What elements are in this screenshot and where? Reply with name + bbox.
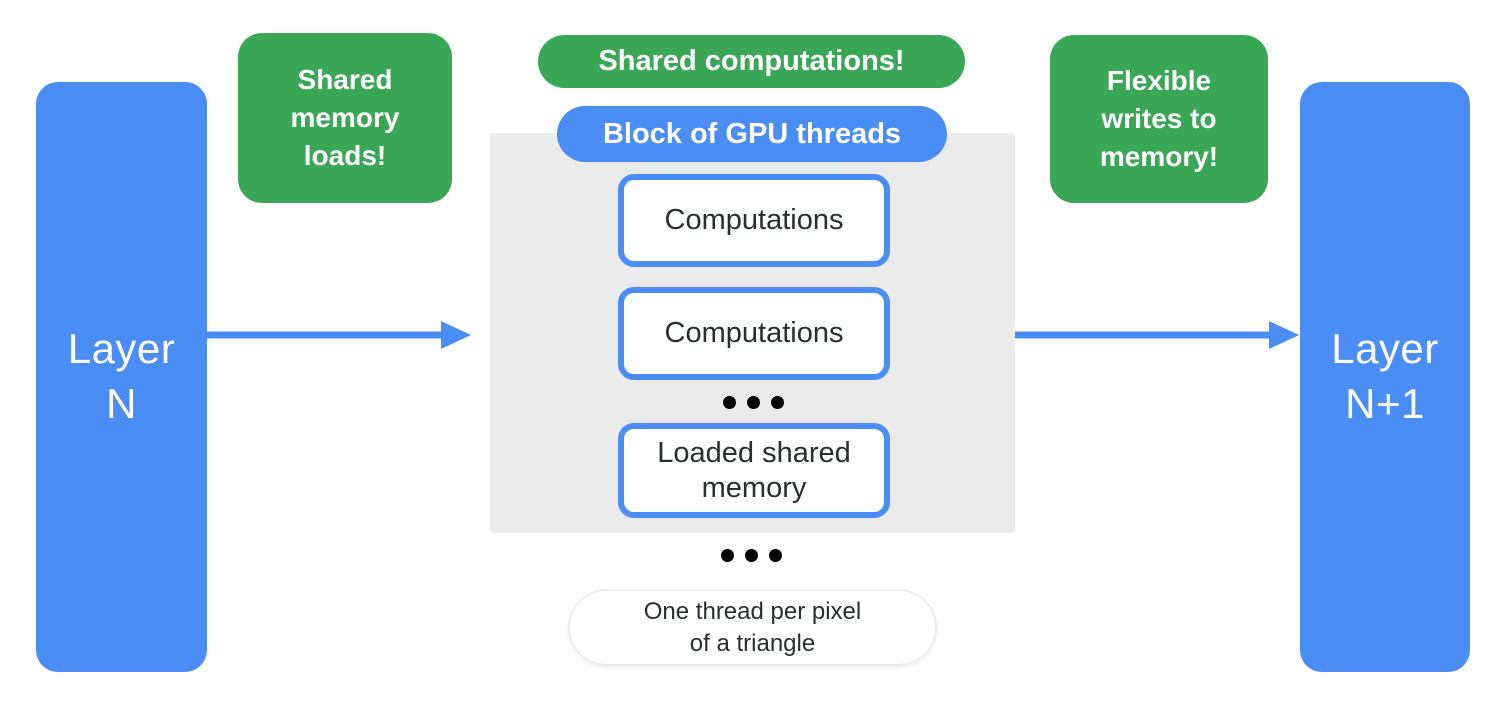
gpu-threads-block: Computations Computations Loaded shared …	[490, 133, 1015, 533]
layer-n-plus-1-block: Layer N+1	[1300, 82, 1470, 672]
loaded-shared-memory-label: Loaded shared memory	[657, 436, 851, 504]
dot-icon	[721, 549, 734, 562]
dot-icon	[745, 549, 758, 562]
callout-shared-memory-loads-label: Shared memory loads!	[290, 64, 400, 171]
dot-icon	[747, 396, 760, 409]
computations-box-2-label: Computations	[664, 317, 844, 350]
loaded-shared-memory-box: Loaded shared memory	[618, 423, 890, 518]
callout-flexible-writes-label: Flexible writes to memory!	[1099, 65, 1219, 172]
dot-icon	[771, 396, 784, 409]
gpu-block-title-label: Block of GPU threads	[602, 117, 902, 150]
callout-shared-memory-loads: Shared memory loads!	[238, 33, 452, 203]
layer-n-plus-1-label: Layer N+1	[1331, 325, 1439, 427]
ellipsis-dots-icon	[723, 396, 784, 409]
callout-shared-computations: Shared computations!	[538, 35, 965, 88]
computations-box-1-label: Computations	[664, 204, 844, 237]
footnote-pill: One thread per pixel of a triangle	[568, 589, 937, 666]
gpu-block-title-pill: Block of GPU threads	[557, 106, 947, 162]
layer-n-block: Layer N	[36, 82, 207, 672]
footnote-label: One thread per pixel of a triangle	[643, 598, 862, 657]
computations-box-1: Computations	[618, 174, 890, 267]
dot-icon	[769, 549, 782, 562]
ellipsis-dots-icon	[721, 549, 782, 562]
flow-arrow-left-icon	[207, 321, 471, 349]
callout-flexible-writes: Flexible writes to memory!	[1050, 35, 1268, 203]
dot-icon	[723, 396, 736, 409]
callout-shared-computations-label: Shared computations!	[598, 45, 905, 77]
flow-arrow-right-icon	[1015, 321, 1299, 349]
layer-n-label: Layer N	[67, 325, 176, 427]
computations-box-2: Computations	[618, 287, 890, 380]
